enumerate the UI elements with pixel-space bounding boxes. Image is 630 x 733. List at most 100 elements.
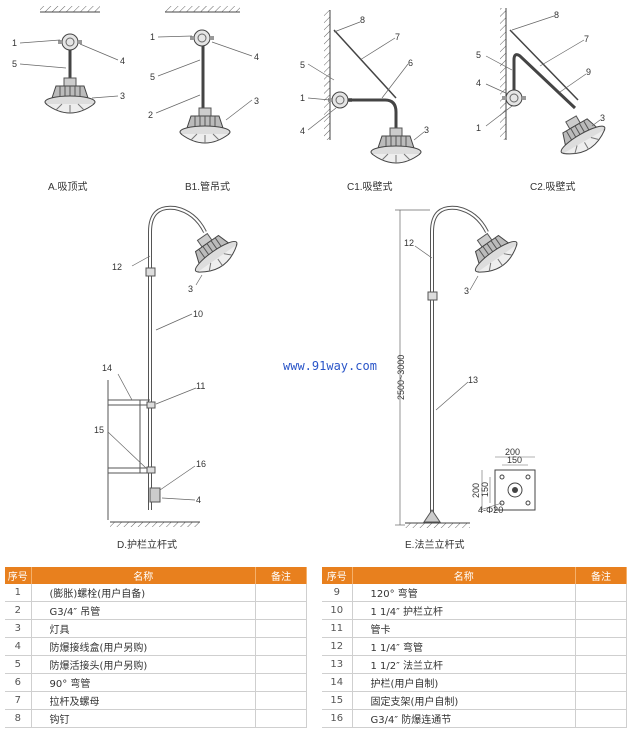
label-a-3: 3 [120,91,125,101]
label-b1-1: 1 [150,32,155,42]
caption-b1: B1.管吊式 [185,180,230,193]
label-c1-8: 8 [360,15,365,25]
part-name: 1 1/2″ 法兰立杆 [352,655,576,674]
label-c2-7: 7 [584,34,589,44]
caption-d: D.护栏立杆式 [117,538,177,551]
part-note [575,637,627,656]
part-number: 6 [5,673,32,692]
part-note [575,584,627,602]
part-name: 防爆活接头(用户另购) [31,655,256,674]
diagram-e-flange-pole: 2500~3000 12 3 13 200 150 200 150 4-Φ20 … [395,205,536,551]
part-name: 护栏(用户自制) [352,673,576,692]
part-number: 13 [322,655,353,674]
part-note [575,619,627,638]
label-b1-3: 3 [254,96,259,106]
part-name: 拉杆及螺母 [31,691,256,710]
part-number: 5 [5,655,32,674]
part-number: 9 [322,584,353,602]
part-name: 120° 弯管 [352,584,576,602]
flange-width-200: 200 [505,447,520,457]
caption-c1: C1.吸壁式 [347,180,393,193]
part-name: G3/4″ 防爆连通节 [352,709,576,728]
header-name: 名称 [31,567,256,584]
part-note [575,709,627,728]
table-row: 1(膨胀)螺栓(用户自备) [5,584,307,602]
part-name: 90° 弯管 [31,673,256,692]
part-number: 3 [5,619,32,638]
part-number: 7 [5,691,32,710]
part-number: 10 [322,601,353,620]
header-note: 备注 [575,567,627,584]
part-name: G3/4″ 吊管 [31,601,256,620]
label-b1-2: 2 [148,110,153,120]
label-c1-3: 3 [424,125,429,135]
part-number: 12 [322,637,353,656]
part-number: 2 [5,601,32,620]
part-note [255,637,307,656]
part-note [575,655,627,674]
header-no: 序号 [322,567,353,584]
caption-e: E.法兰立杆式 [405,538,464,551]
diagram-a-ceiling-mount: 1 5 4 3 A.吸顶式 [12,6,125,193]
part-name: 防爆接线盒(用户另购) [31,637,256,656]
flange-holes: 4-Φ20 [478,505,503,515]
diagram-c1-wall-mount: 8 7 5 6 1 4 3 C1.吸壁式 [300,10,429,193]
label-c2-5: 5 [476,50,481,60]
label-c2-8: 8 [554,10,559,20]
diagram-d-guardrail-pole: 12 3 10 14 11 15 16 4 D.护栏立杆式 [94,205,244,551]
part-number: 1 [5,584,32,602]
caption-c2: C2.吸壁式 [530,180,576,193]
part-note [575,601,627,620]
label-c2-9: 9 [586,67,591,77]
part-note [255,619,307,638]
label-b1-4: 4 [254,52,259,62]
label-d-15: 15 [94,425,104,435]
part-name: 钩钉 [31,709,256,728]
label-c1-4: 4 [300,126,305,136]
label-c2-1: 1 [476,123,481,133]
label-d-12: 12 [112,262,122,272]
label-e-13: 13 [468,375,478,385]
label-d-4: 4 [196,495,201,505]
label-a-4: 4 [120,56,125,66]
label-c2-3: 3 [600,113,605,123]
label-e-12: 12 [404,238,414,248]
part-name: 1 1/4″ 护栏立杆 [352,601,576,620]
label-b1-5: 5 [150,72,155,82]
part-name: 固定支架(用户自制) [352,691,576,710]
part-note [255,655,307,674]
part-number: 4 [5,637,32,656]
label-c1-1: 1 [300,93,305,103]
diagram-b1-pipe-hanging: 1 4 5 2 3 B1.管吊式 [148,6,259,193]
label-a-5: 5 [12,59,17,69]
part-number: 11 [322,619,353,638]
label-d-11: 11 [196,381,205,391]
part-note [255,709,307,728]
part-name: 灯具 [31,619,256,638]
label-c1-7: 7 [395,32,400,42]
header-name: 名称 [352,567,576,584]
header-note: 备注 [255,567,307,584]
label-c1-5: 5 [300,60,305,70]
label-c1-6: 6 [408,58,413,68]
flange-detail: 200 150 200 150 4-Φ20 [471,447,536,515]
part-note [575,673,627,692]
part-note [255,584,307,602]
part-name: 管卡 [352,619,576,638]
